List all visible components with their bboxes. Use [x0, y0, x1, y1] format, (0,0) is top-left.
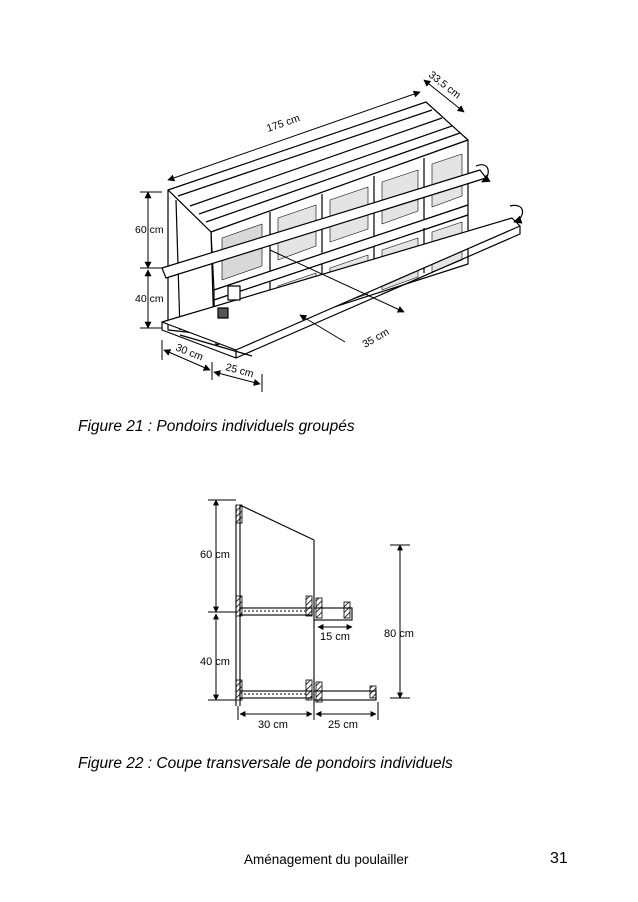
- page-number: 31: [550, 850, 568, 867]
- dim-depth-nest-label: 35 cm: [361, 326, 392, 351]
- dim-section-base-nest-label: 30 cm: [258, 719, 288, 730]
- dim-section-total-height-label: 80 cm: [384, 628, 414, 640]
- dim-length-label: 175 cm: [265, 112, 302, 135]
- dim-section-height-upper-label: 60 cm: [200, 549, 230, 561]
- dim-section-height-lower-label: 40 cm: [200, 656, 230, 668]
- dim-height-upper-label: 60 cm: [135, 224, 164, 236]
- dim-section-perch-label: 15 cm: [320, 631, 350, 643]
- dim-base-perch-label: 25 cm: [224, 361, 255, 380]
- dim-section-base-perch-label: 25 cm: [328, 719, 358, 730]
- figure-21-drawing: 175 cm 33,5 cm 60 cm 40 cm 35 cm 30 cm 2…: [135, 69, 524, 392]
- figure-21-caption: Figure 21 : Pondoirs individuels groupés: [78, 418, 355, 435]
- dim-height-lower-label: 40 cm: [135, 293, 164, 305]
- figure-22-caption: Figure 22 : Coupe transversale de pondoi…: [78, 755, 453, 772]
- footer-chapter-title: Aménagement du poulailler: [244, 852, 409, 867]
- figure-22-drawing: 60 cm 40 cm 15 cm 80 cm 30 cm 25 cm: [200, 499, 414, 730]
